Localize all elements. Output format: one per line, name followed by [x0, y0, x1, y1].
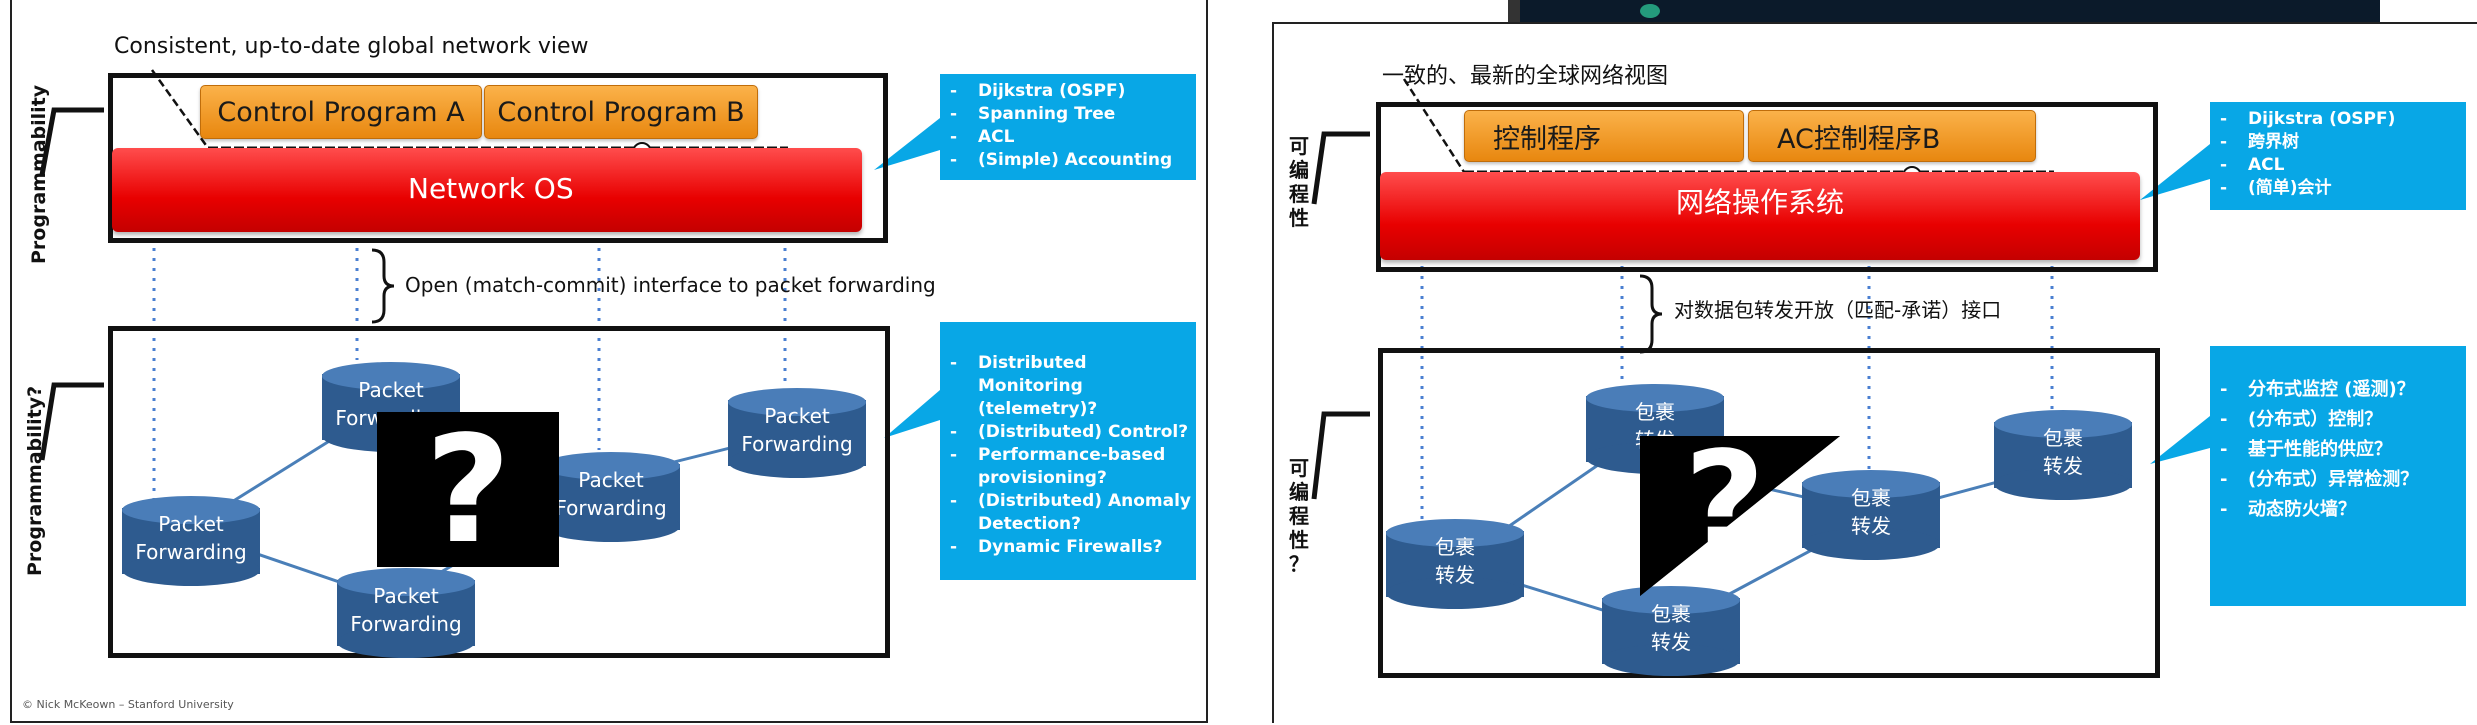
- control-program-b[interactable]: Control Program B: [484, 85, 758, 139]
- question-mark: ?: [425, 403, 511, 576]
- callout-item: 基于性能的供应？: [2210, 438, 2466, 462]
- forwarding-node-3[interactable]: 包裹转发: [1602, 586, 1740, 678]
- global-view-header: 一致的、最新的全球网络视图: [1382, 64, 1669, 89]
- char: 可: [1289, 456, 1309, 480]
- forwarding-node-5[interactable]: 包裹转发: [1994, 410, 2132, 502]
- top-video-strip: [1508, 0, 2380, 22]
- interface-label: 对数据包转发开放（匹配-承诺）接口: [1674, 298, 2002, 322]
- callout-item: (Simple) Accounting: [940, 149, 1196, 172]
- video-dot: [1640, 4, 1660, 18]
- header-pointer: [150, 69, 210, 149]
- control-program-a[interactable]: 控制程序: [1464, 110, 1744, 162]
- callout-item: Dijkstra (OSPF): [2210, 108, 2466, 131]
- callout-item: (简单)会计: [2210, 177, 2466, 200]
- node-line2: Forwarding: [350, 612, 462, 636]
- node-line2: Forwarding: [741, 432, 853, 456]
- left-slide: Consistent, up-to-date global network vi…: [10, 0, 1208, 723]
- node-line1: 包裹: [2043, 426, 2083, 450]
- bracket-bottom: [39, 382, 104, 461]
- callout-bottom: 分布式监控 (遥测)？ (分布式）控制？ 基于性能的供应？ (分布式）异常检测？…: [2210, 346, 2466, 606]
- node-line1: Packet: [578, 468, 644, 492]
- callout-item: ACL: [2210, 154, 2466, 177]
- callout-item: (分布式）异常检测？: [2210, 468, 2466, 492]
- programmability-label: 可 编 程 性: [1286, 134, 1312, 230]
- char: 程: [1289, 182, 1309, 206]
- slide-divider: [1208, 0, 1264, 723]
- callout-item: ACL: [940, 126, 1196, 149]
- char: 程: [1289, 504, 1309, 528]
- callout-item: Distributed Monitoring (telemetry)?: [940, 352, 1196, 421]
- forwarding-plane-box: [108, 326, 890, 658]
- node-line1: Packet: [764, 404, 830, 428]
- bracket-top: [39, 107, 104, 176]
- forwarding-node-1[interactable]: 包裹转发: [1386, 519, 1524, 611]
- question-mark-block: [1640, 436, 1840, 596]
- programmability-question-label: Programmability?: [24, 385, 46, 576]
- interface-label: Open (match-commit) interface to packet …: [405, 273, 936, 297]
- callout-item: Dijkstra (OSPF): [940, 80, 1196, 103]
- callout-item: 分布式监控 (遥测)？: [2210, 378, 2466, 402]
- control-program-a[interactable]: Control Program A: [200, 85, 482, 139]
- node-line2: Forwarding: [135, 540, 247, 564]
- callout-item: Performance-based provisioning?: [940, 444, 1196, 490]
- control-program-b[interactable]: AC控制程序B: [1748, 110, 2036, 162]
- char: 编: [1289, 480, 1309, 504]
- node-line2: 转发: [1651, 630, 1691, 654]
- question-mark: ?: [1684, 422, 1766, 585]
- interface-brace: [371, 248, 395, 324]
- callout-bottom: Distributed Monitoring (telemetry)? (Dis…: [940, 322, 1196, 580]
- callout-item: (Distributed) Control?: [940, 421, 1196, 444]
- forwarding-node-4[interactable]: 包裹转发: [1802, 470, 1940, 562]
- callout-top: Dijkstra (OSPF) 跨界树 ACL (简单)会计: [2210, 102, 2466, 210]
- char: 编: [1289, 158, 1309, 182]
- node-line1: 包裹: [1635, 400, 1675, 424]
- char: 可: [1289, 134, 1309, 158]
- callout-item: Dynamic Firewalls?: [940, 536, 1196, 559]
- callout-item: (Distributed) Anomaly Detection?: [940, 490, 1196, 536]
- char: 性: [1289, 528, 1309, 552]
- node-line2: Forwarding: [555, 496, 667, 520]
- char: 性: [1289, 206, 1309, 230]
- programmability-label: Programmability: [28, 84, 50, 264]
- node-line1: Packet: [358, 378, 424, 402]
- forwarding-plane-box: [1378, 348, 2160, 678]
- programmability-question-label: 可 编 程 性 ？: [1286, 456, 1312, 576]
- node-line2: 转发: [2043, 454, 2083, 478]
- node-line2: 转发: [1851, 514, 1891, 538]
- callout-item: 跨界树: [2210, 131, 2466, 154]
- node-line1: 包裹: [1851, 486, 1891, 510]
- node-line1: 包裹: [1651, 602, 1691, 626]
- network-os-label: Network OS: [408, 172, 574, 205]
- network-os: 网络操作系统: [1380, 172, 2140, 260]
- global-view-header: Consistent, up-to-date global network vi…: [114, 34, 589, 59]
- node-line1: Packet: [158, 512, 224, 536]
- char: ？: [1289, 552, 1309, 576]
- node-line1: Packet: [373, 584, 439, 608]
- copyright: © Nick McKeown – Stanford University: [22, 698, 234, 711]
- question-mark-block: ?: [377, 412, 559, 567]
- callout-item: 动态防火墙？: [2210, 498, 2466, 522]
- callout-item: Spanning Tree: [940, 103, 1196, 126]
- callout-item: (分布式）控制？: [2210, 408, 2466, 432]
- node-line1: 包裹: [1435, 535, 1475, 559]
- control-plane-box: [108, 73, 888, 243]
- callout-top: Dijkstra (OSPF) Spanning Tree ACL (Simpl…: [940, 74, 1196, 180]
- right-slide: 一致的、最新的全球网络视图 控制程序 AC控制程序B 网络操作系统 对数据包转发…: [1272, 22, 2477, 723]
- node-line2: 转发: [1435, 563, 1475, 587]
- network-os-label: 网络操作系统: [1676, 186, 1845, 219]
- network-os: Network OS: [112, 148, 862, 232]
- control-plane-box: [1376, 102, 2158, 272]
